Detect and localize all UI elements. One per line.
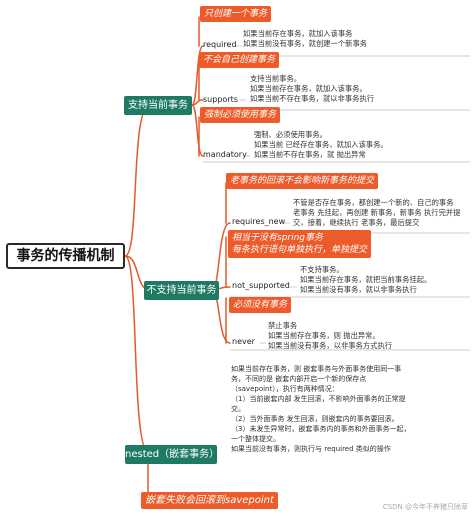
supports-line-2: 如果当前存在事务，就加入该事务。 bbox=[250, 84, 367, 93]
requires-new-line-2: 老事务 先挂起，再创建 新事务，新事务 执行完并提 bbox=[293, 208, 461, 217]
never-line-3: 如果当前没有事务，以非事务方式执行 bbox=[268, 341, 393, 350]
nested-line-8: 一个整体提交。 bbox=[231, 435, 280, 443]
nested-line-2: 务，不同的是 嵌套内部开启一个新的保存点 bbox=[231, 375, 367, 383]
branch-nested-transaction[interactable]: nested（嵌套事务） bbox=[125, 445, 219, 464]
required-line-2: 如果当前没有事务，就创建一个新事务 bbox=[243, 39, 368, 48]
supports-label[interactable]: supports bbox=[203, 95, 238, 104]
supports-line-3: 如果当前不存在事务，就以非事务执行 bbox=[250, 94, 375, 103]
mandatory-label[interactable]: mandatory bbox=[203, 150, 247, 159]
requires-new-label[interactable]: requires_new bbox=[232, 217, 286, 226]
nested-line-3: （savepoint），执行有两种情况： bbox=[231, 385, 339, 393]
nested-line-4: （1）当前嵌套内部 发生回滚，不影响外面事务的正常提 bbox=[231, 395, 406, 403]
not-supported-callout-line-2: 每条执行语句单独执行，单独提交 bbox=[232, 245, 368, 255]
never-callout: 必须没有事务 bbox=[229, 297, 292, 313]
supports-callout: 不会自己创建事务 bbox=[199, 52, 280, 68]
mandatory-line-3: 如果当前不存在事务，就 抛出异常 bbox=[254, 150, 366, 159]
mandatory-line-2: 如果当前 已经存在事务，就加入该事务。 bbox=[254, 140, 388, 149]
requires-new-line-1: 不管是否存在事务，都创建一个新的、自己的事务 bbox=[293, 198, 454, 207]
not-supported-callout-line-1: 相当于没有spring事务 bbox=[232, 233, 324, 243]
not-supported-label[interactable]: not_supported bbox=[232, 281, 290, 290]
branch-support-current-transaction[interactable]: 支持当前事务 bbox=[124, 96, 192, 115]
not-supported-line-1: 不支持事务。 bbox=[300, 265, 344, 274]
mandatory-callout: 强制必须使用事务 bbox=[200, 107, 281, 123]
never-line-2: 如果当前存在事务，则 抛出异常。 bbox=[268, 331, 380, 340]
not-supported-line-2: 如果当前存在事务，就把当前事务挂起。 bbox=[300, 275, 432, 284]
required-callout: 只创建一个事务 bbox=[200, 6, 272, 22]
branch-not-support-current-transaction[interactable]: 不支持当前事务 bbox=[144, 281, 219, 300]
required-line-1: 如果当前存在事务，就加入该事务 bbox=[243, 29, 353, 38]
not-supported-callout: 相当于没有spring事务 每条执行语句单独执行，单独提交 bbox=[228, 230, 372, 258]
requires-new-line-3: 交，接着，继续执行 老事务，最后提交 bbox=[293, 218, 420, 227]
nested-callout: 嵌套失败会回滚到savepoint bbox=[141, 492, 278, 509]
nested-line-6: （2）当外面事务 发生回滚，则嵌套内的事务要回滚。 bbox=[231, 415, 399, 423]
nested-line-9: 如果当前没有事务，则执行与 required 类似的操作 bbox=[231, 445, 391, 453]
mandatory-line-1: 强制、必须使用事务。 bbox=[254, 130, 327, 139]
not-supported-line-3: 如果当前没有事务，就以非事务执行 bbox=[300, 285, 417, 294]
required-label[interactable]: required bbox=[203, 40, 237, 49]
nested-line-7: （3）未发生异常时，嵌套事务内的事务和外面事务一起， bbox=[231, 425, 411, 433]
nested-line-5: 交。 bbox=[231, 405, 245, 413]
root-node: 事务的传播机制 bbox=[6, 243, 125, 269]
nested-line-1: 如果当前存在事务，则 嵌套事务与外面事务使用同一事 bbox=[231, 365, 402, 373]
never-label[interactable]: never bbox=[232, 337, 255, 346]
never-line-1: 禁止事务 bbox=[268, 321, 298, 330]
requires-new-callout: 老事务的回滚不会影响新事务的提交 bbox=[226, 173, 379, 189]
watermark: CSDN @今年不养猪只除草 bbox=[382, 503, 468, 511]
supports-line-1: 支持当前事务。 bbox=[250, 74, 302, 83]
